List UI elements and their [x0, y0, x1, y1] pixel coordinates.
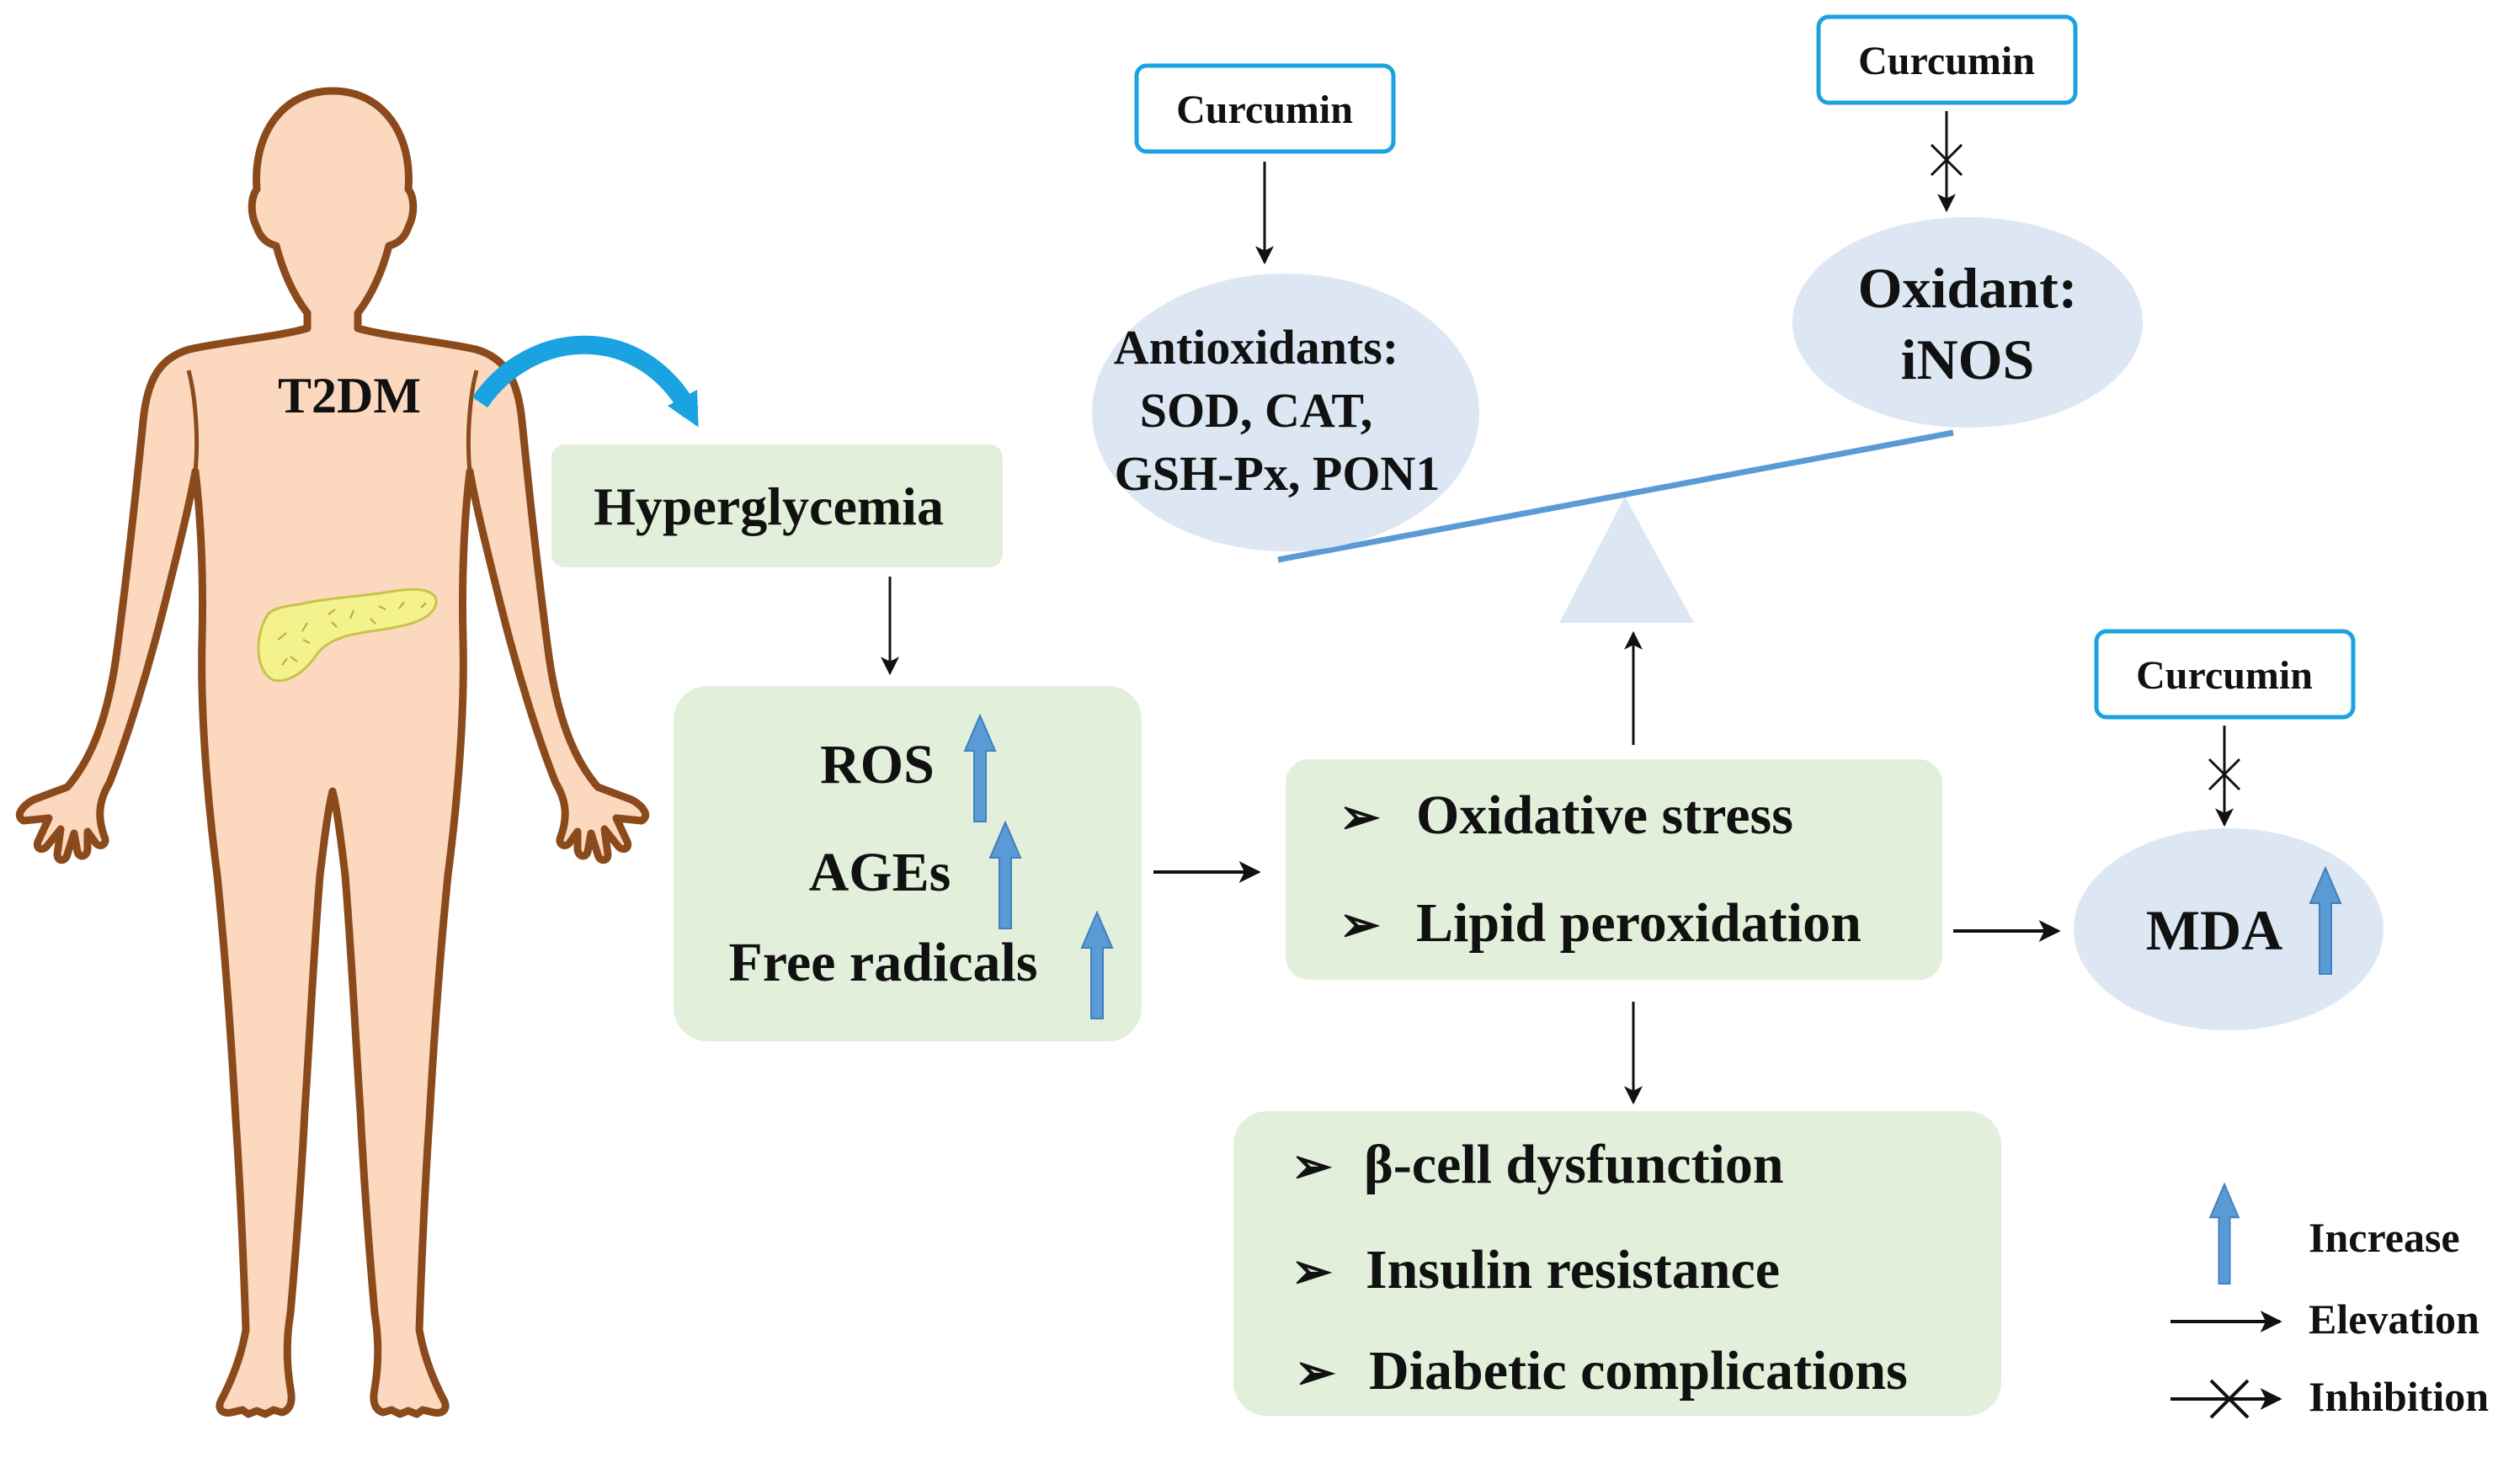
- inhibition-cross-mda: [2208, 758, 2241, 791]
- balance-beam: [1277, 429, 1954, 563]
- oxidant-title: Oxidant:: [1858, 256, 2078, 320]
- curcumin-label-mda: Curcumin: [2136, 653, 2313, 698]
- arm-contour-right: [466, 370, 479, 472]
- ages-label: AGEs: [809, 842, 951, 903]
- legend-inhibition-label: Inhibition: [2309, 1373, 2489, 1420]
- hyperglycemia-box: [551, 444, 1003, 567]
- curcumin-box-mda[interactable]: [2094, 629, 2356, 720]
- curcumin-label-oxidant: Curcumin: [1858, 39, 2035, 83]
- lipid-peroxidation-label: Lipid peroxidation: [1416, 892, 1862, 954]
- legend-inhibition-cross: [2209, 1379, 2250, 1419]
- hyperglycemia-label: Hyperglycemia: [594, 476, 944, 536]
- oxidative-stress-box: [1286, 759, 1942, 980]
- legend-increase-arrow: [2209, 1183, 2240, 1285]
- balance-fulcrum: [1559, 497, 1694, 623]
- bullet-insulin: ➢: [1292, 1244, 1333, 1299]
- ros-box: [674, 686, 1142, 1041]
- bullet-beta: ➢: [1292, 1139, 1333, 1194]
- antioxidants-title: Antioxidants:: [1114, 320, 1398, 375]
- legend: Increase Elevation Inhibition: [2170, 1183, 2489, 1420]
- antioxidants-list-line1: SOD, CAT,: [1140, 383, 1373, 438]
- curcumin-label-antioxidants: Curcumin: [1176, 88, 1353, 132]
- antioxidants-list-line2: GSH-Px, PON1: [1115, 446, 1441, 501]
- mda-ellipse: [2074, 828, 2384, 1030]
- curved-arrow: [471, 335, 699, 428]
- consequences-box: [1233, 1111, 2001, 1416]
- t2dm-label: T2DM: [278, 368, 421, 423]
- arm-contour-left: [186, 370, 200, 472]
- antioxidants-ellipse: [1092, 274, 1479, 551]
- ros-label: ROS: [820, 734, 935, 795]
- oxidant-ellipse: [1792, 217, 2143, 428]
- human-body-figure: [15, 87, 650, 1418]
- human-body-silhouette: [15, 87, 650, 1418]
- free-radicals-label: Free radicals: [728, 932, 1037, 993]
- bullet-oxidative: ➢: [1340, 790, 1381, 844]
- diabetic-complications-label: Diabetic complications: [1369, 1340, 1908, 1402]
- bullet-lipid: ➢: [1340, 897, 1381, 952]
- curcumin-box-antioxidants[interactable]: [1134, 63, 1396, 154]
- inhibition-cross-oxidant: [1930, 143, 1963, 177]
- pancreas-icon: [257, 588, 438, 683]
- legend-elevation-label: Elevation: [2309, 1295, 2479, 1343]
- mda-label: MDA: [2146, 898, 2282, 962]
- insulin-resistance-label: Insulin resistance: [1366, 1239, 1780, 1300]
- legend-increase-label: Increase: [2309, 1214, 2460, 1261]
- bullet-complications: ➢: [1295, 1345, 1336, 1400]
- curcumin-box-oxidant[interactable]: [1816, 14, 2078, 105]
- beta-cell-label: β-cell dysfunction: [1364, 1134, 1784, 1195]
- oxidative-stress-label: Oxidative stress: [1416, 785, 1793, 846]
- oxidant-item: iNOS: [1901, 327, 2035, 391]
